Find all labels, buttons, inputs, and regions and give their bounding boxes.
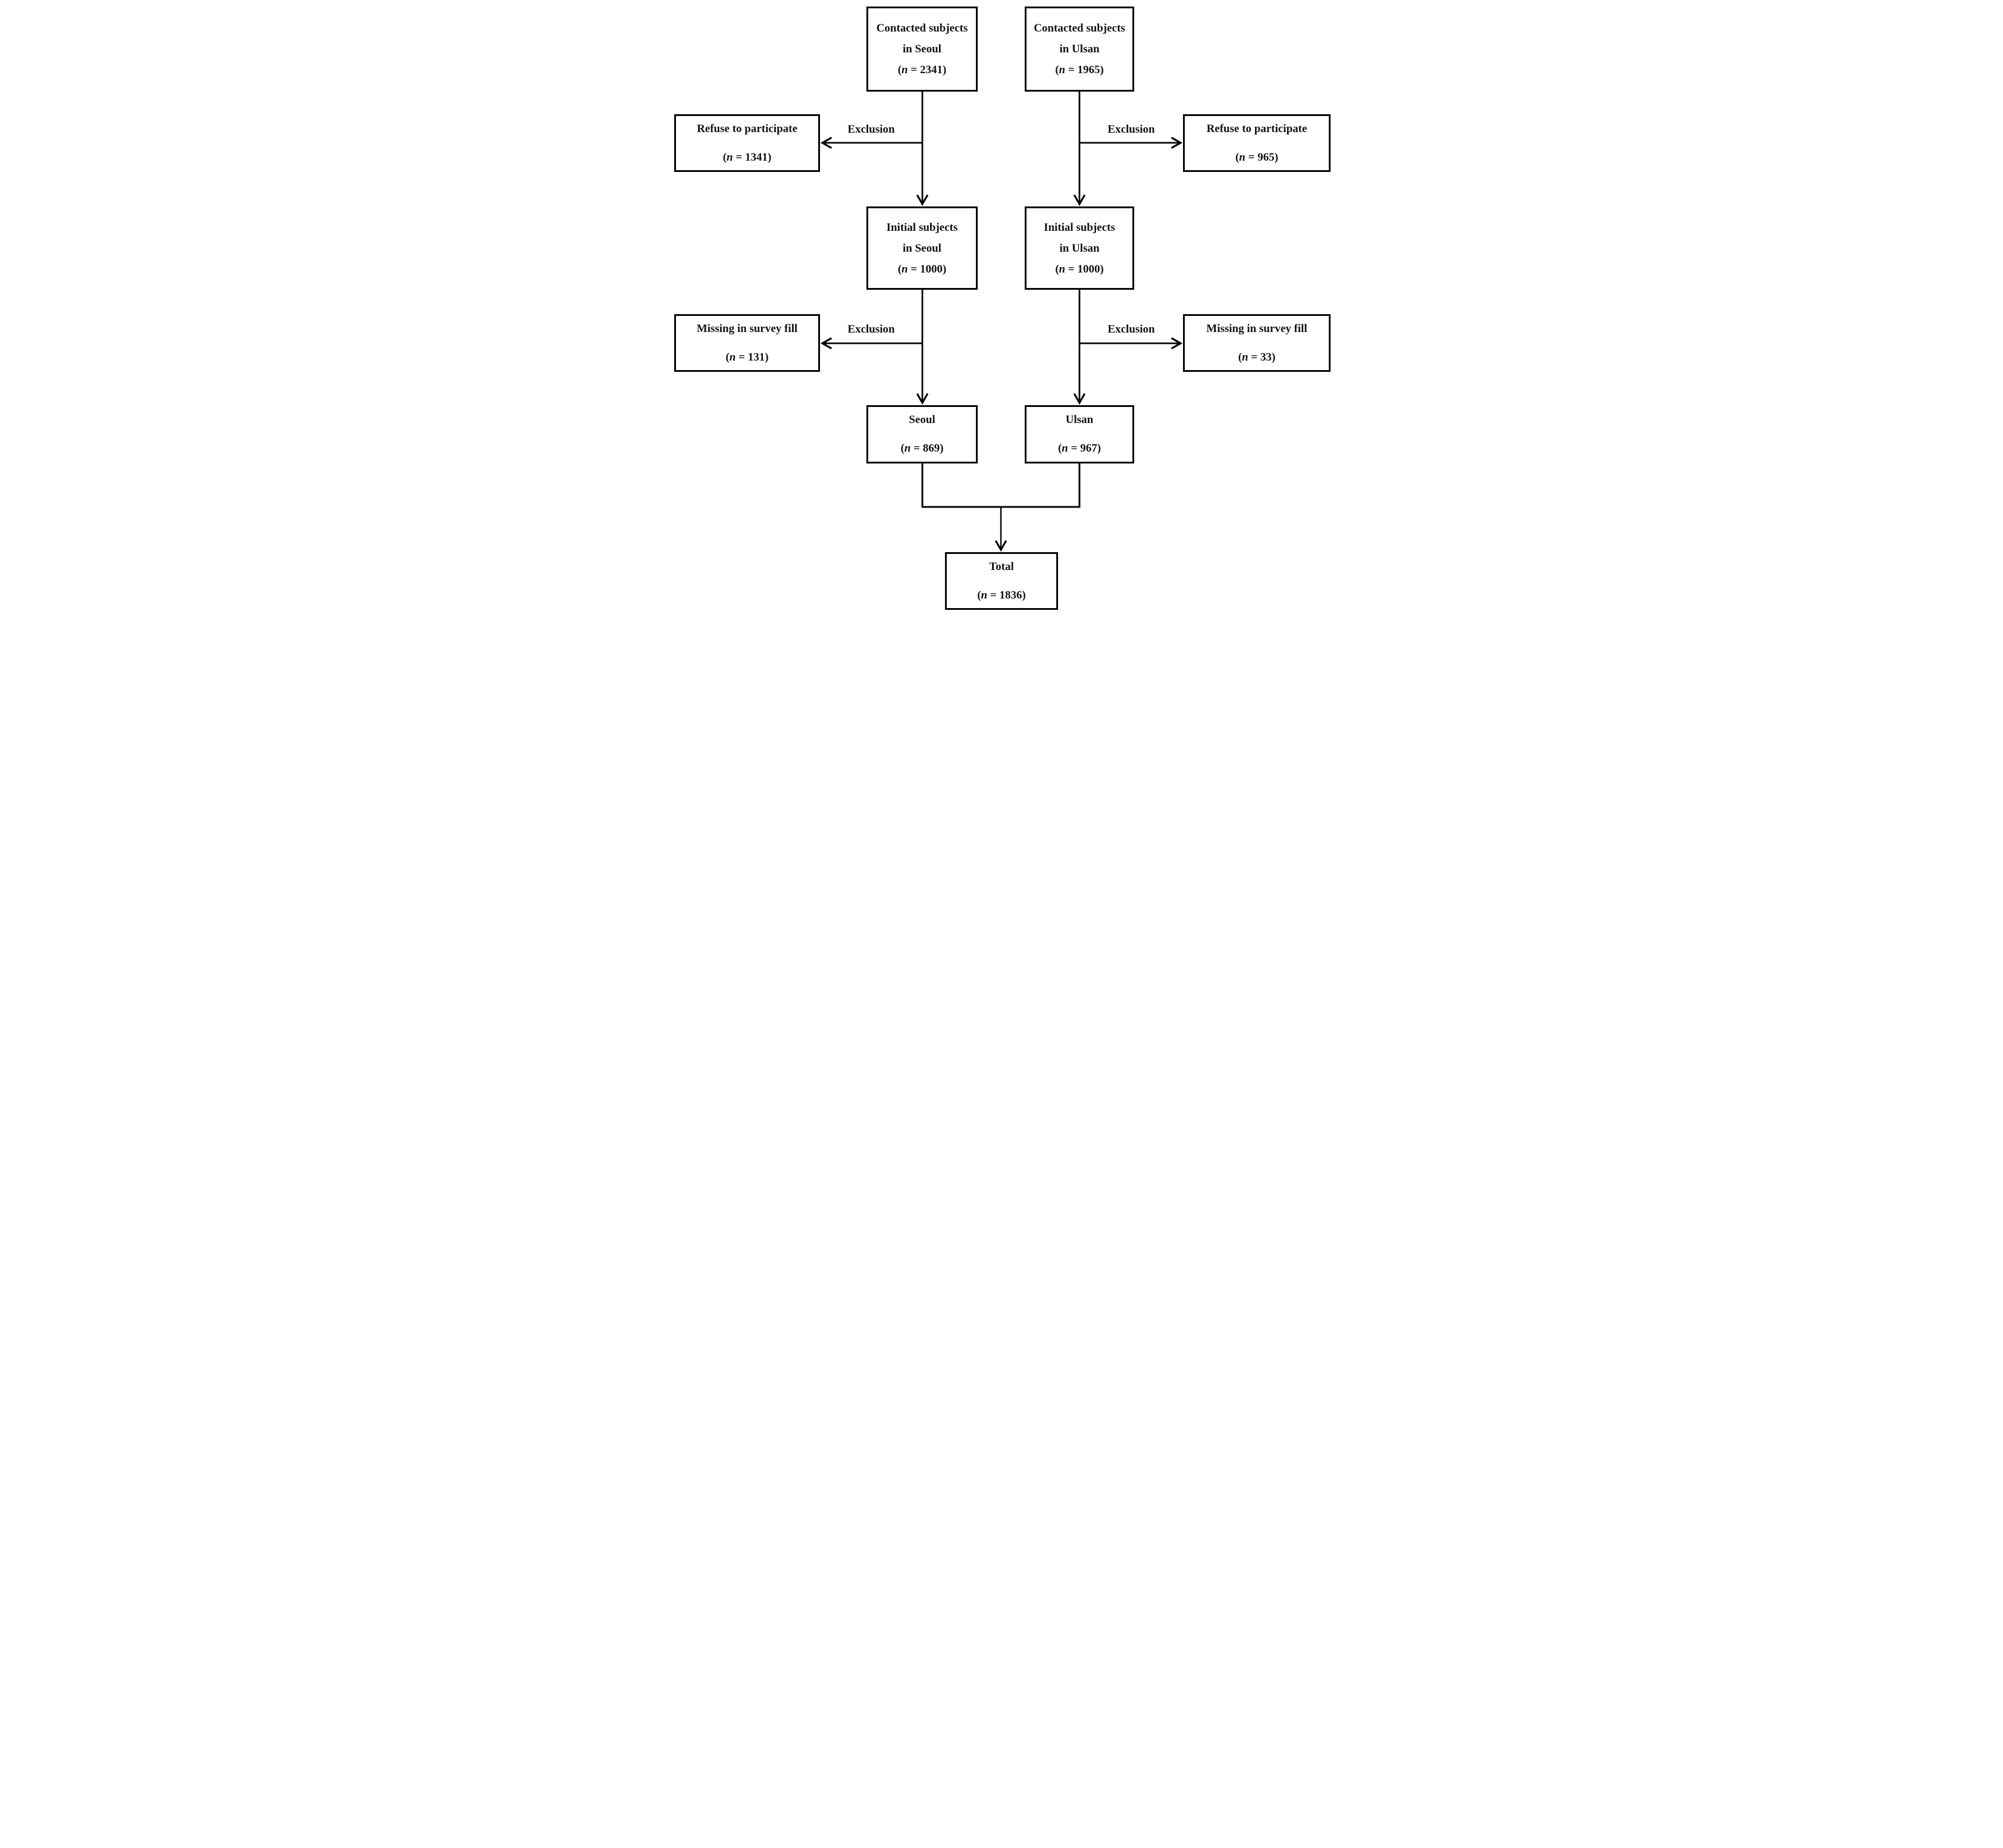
exclusion-label-seoul-2: Exclusion (847, 323, 895, 336)
node-seoul-final: Seoul (n = 869) (866, 405, 978, 463)
node-text-line: in Seoul (903, 242, 941, 255)
node-count: (n = 1000) (1055, 262, 1104, 275)
node-text-line: Ulsan (1065, 414, 1094, 426)
node-text-line: Initial subjects (1044, 221, 1115, 234)
node-text-line: Refuse to participate (1206, 122, 1307, 135)
node-count: (n = 2341) (897, 64, 947, 76)
node-count: (n = 1836) (977, 588, 1026, 602)
node-text-line: Missing in survey fill (1206, 322, 1307, 335)
node-contacted-ulsan: Contacted subjects in Ulsan (n = 1965) (1025, 7, 1134, 92)
node-text-line: in Ulsan (1059, 242, 1100, 255)
node-contacted-seoul: Contacted subjects in Seoul (n = 2341) (866, 7, 978, 92)
node-count: (n = 131) (725, 350, 769, 364)
node-count: (n = 1965) (1055, 64, 1104, 76)
flow-diagram: Contacted subjects in Seoul (n = 2341) C… (668, 0, 1335, 616)
node-text-line: Refuse to participate (697, 122, 797, 135)
node-refuse-seoul: Refuse to participate (n = 1341) (674, 114, 820, 172)
exclusion-label-ulsan-2: Exclusion (1107, 323, 1155, 336)
node-text-line: in Seoul (903, 43, 941, 55)
node-text-line: Seoul (909, 414, 935, 426)
connector-layer (820, 92, 1183, 552)
node-count: (n = 965) (1235, 151, 1279, 164)
merge-connector-seoul-ulsan (921, 463, 1081, 508)
node-ulsan-final: Ulsan (n = 967) (1025, 405, 1134, 463)
node-text-line: in Ulsan (1059, 43, 1100, 55)
node-initial-ulsan: Initial subjects in Ulsan (n = 1000) (1025, 206, 1134, 290)
node-count: (n = 33) (1238, 350, 1276, 364)
node-text-line: Missing in survey fill (696, 322, 798, 335)
node-missing-ulsan: Missing in survey fill (n = 33) (1183, 314, 1331, 372)
node-text-line: Contacted subjects (876, 22, 968, 35)
node-count: (n = 1341) (722, 151, 772, 164)
node-missing-seoul: Missing in survey fill (n = 131) (674, 314, 820, 372)
node-text-line: Contacted subjects (1034, 22, 1125, 35)
node-total: Total (n = 1836) (945, 552, 1058, 610)
exclusion-label-seoul-1: Exclusion (847, 123, 895, 136)
exclusion-label-ulsan-1: Exclusion (1107, 123, 1155, 136)
node-text-line: Initial subjects (886, 221, 958, 234)
node-count: (n = 1000) (897, 262, 947, 275)
node-count: (n = 967) (1057, 442, 1101, 455)
node-text-line: Total (989, 560, 1014, 573)
node-refuse-ulsan: Refuse to participate (n = 965) (1183, 114, 1331, 172)
node-count: (n = 869) (900, 442, 944, 455)
node-initial-seoul: Initial subjects in Seoul (n = 1000) (866, 206, 978, 290)
